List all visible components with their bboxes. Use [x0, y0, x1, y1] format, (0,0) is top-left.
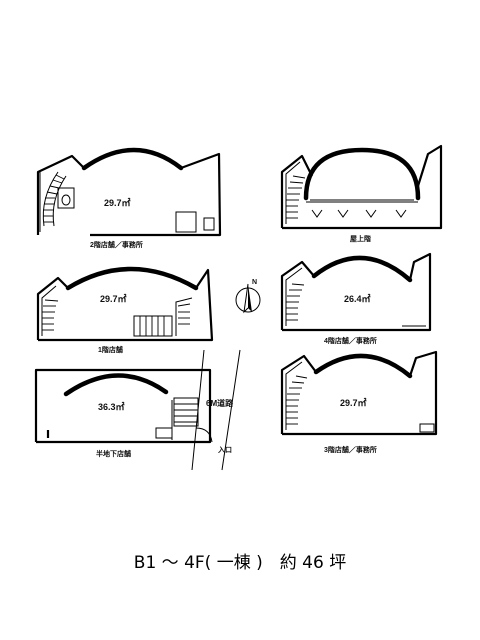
floor-summary-caption: B1 ～ 4F( 一棟 ) 約 46 坪	[133, 553, 347, 573]
floor-4-label: 4階店舗／事務所	[324, 336, 377, 345]
staircase	[41, 285, 59, 336]
road: 6M道路 入口	[191, 349, 241, 471]
floor-1-area: 29.7㎡	[100, 293, 127, 304]
floor-plans-drawing: 29.7㎡ 2階店舗／事務所 屋上階	[34, 144, 443, 471]
staircase	[42, 171, 67, 227]
staircase	[285, 361, 308, 430]
staircase	[285, 267, 305, 326]
floor-2-area: 29.7㎡	[104, 197, 131, 208]
rooftop-label: 屋上階	[350, 234, 371, 243]
entrance-steps	[133, 315, 173, 337]
floor-1-label: 1階店舗	[98, 345, 123, 354]
toilet	[57, 187, 75, 209]
entrance-label: 入口	[217, 446, 232, 454]
basement-area: 36.3㎡	[98, 401, 125, 412]
basement-plan: 36.3㎡ 半地下店舗	[34, 368, 213, 458]
floor-2-plan: 29.7㎡ 2階店舗／事務所	[36, 147, 222, 249]
staircase	[286, 175, 306, 219]
rooftop-plan: 屋上階	[280, 144, 443, 243]
floor-3-plan: 29.7㎡ 3階店舗／事務所	[280, 350, 438, 454]
floor-4-area: 26.4㎡	[344, 293, 371, 304]
basement-label: 半地下店舗	[96, 449, 131, 458]
floor-3-area: 29.7㎡	[340, 397, 367, 408]
staircase	[173, 397, 199, 427]
staircase	[175, 297, 193, 336]
floor-1-plan: 29.7㎡ 1階店舗	[36, 266, 214, 354]
floor-3-label: 3階店舗／事務所	[324, 445, 377, 454]
floor-2-label: 2階店舗／事務所	[90, 240, 143, 249]
floor-4-plan: 26.4㎡ 4階店舗／事務所	[280, 252, 432, 345]
road-label: 6M道路	[206, 398, 234, 408]
north-arrow-icon: N	[235, 279, 261, 314]
north-label: N	[252, 279, 257, 286]
parapet-markers	[311, 209, 407, 218]
